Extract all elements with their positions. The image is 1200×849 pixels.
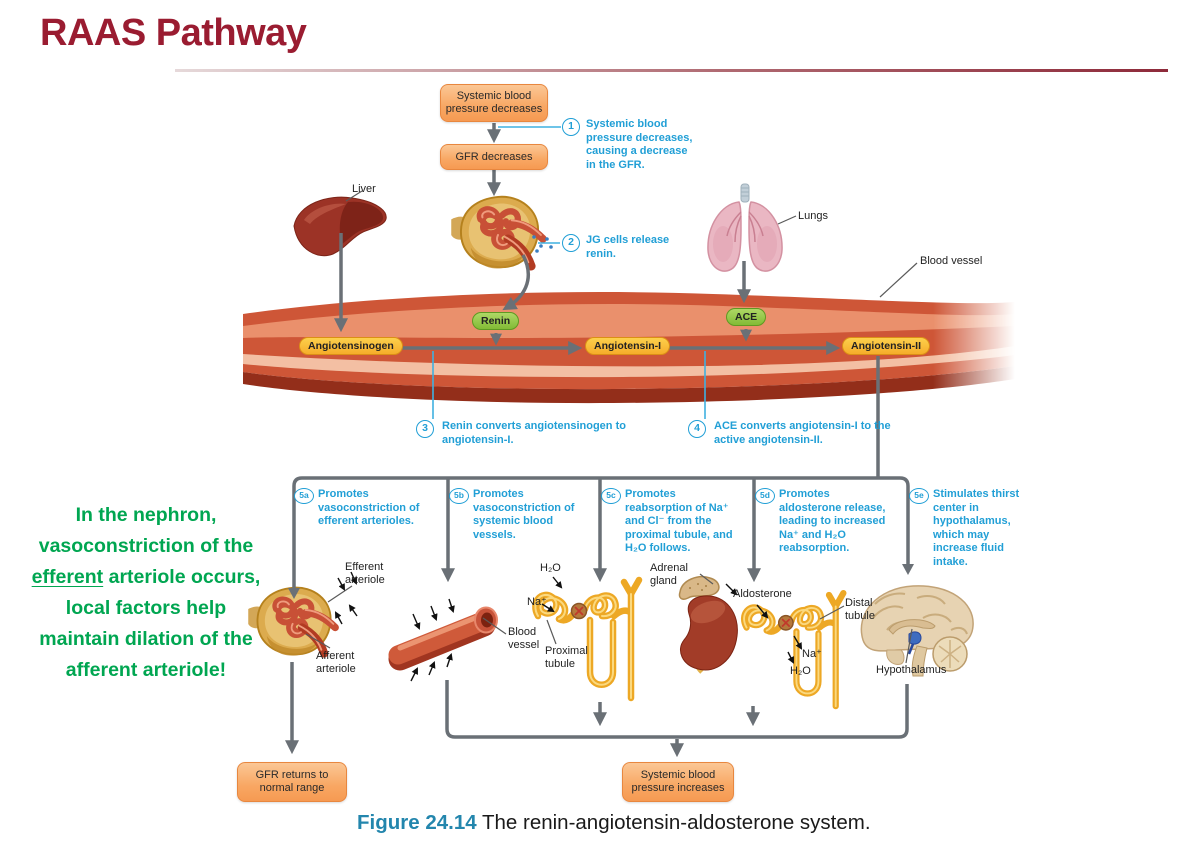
box-gfr-returns: GFR returns to normal range — [237, 762, 347, 802]
step-3-badge: 3 — [416, 420, 434, 438]
label-na: Na⁺ — [527, 596, 547, 608]
arrowhead-5e — [902, 564, 914, 575]
step-5d-text: Promotes aldosterone release, leading to… — [779, 488, 886, 554]
constricted-vessel-illustration — [383, 588, 508, 686]
step-4-text: ACE converts angiotensin-I to the active… — [714, 420, 891, 446]
pill-renin: Renin — [472, 312, 520, 330]
liver-illustration — [288, 190, 393, 272]
figure-number: Figure 24.14 — [357, 811, 477, 834]
step-5c-text: Promotes reabsorption of Na⁺ and Cl⁻ fro… — [625, 488, 733, 554]
label-distal-tubule: Distal tubule — [845, 597, 875, 622]
label-liver: Liver — [352, 183, 376, 195]
pill-angiotensinogen: Angiotensinogen — [299, 337, 403, 355]
label-h2o-2: H₂O — [790, 665, 811, 677]
box-gfr-decreases: GFR decreases — [440, 144, 548, 170]
step-2-text: JG cells release renin. — [586, 234, 670, 260]
figure-caption: Figure 24.14 The renin-angiotensin-aldos… — [357, 811, 871, 835]
label-blood-vessel: Blood vessel — [920, 255, 983, 267]
distal-tubule-illustration — [737, 585, 852, 720]
note-post: arteriole occurs, local factors help mai… — [39, 566, 261, 681]
label-adrenal-gland: Adrenal gland — [650, 562, 688, 587]
label-blood-vessel-2: Blood vessel — [508, 626, 540, 651]
note-pre: In the nephron, vasoconstriction of the — [38, 504, 254, 557]
box-systemic-bp-increases: Systemic blood pressure increases — [622, 762, 734, 802]
label-proximal-tubule: Proximal tubule — [545, 645, 588, 670]
page-title: RAAS Pathway — [40, 12, 307, 54]
step-5c-badge: 5c — [601, 488, 621, 504]
step-5b-badge: 5b — [449, 488, 469, 504]
box-systemic-bp-decreases: Systemic blood pressure decreases — [440, 84, 548, 122]
pill-angiotensin-1: Angiotensin-I — [585, 337, 671, 355]
label-afferent-arteriole: Afferent arteriole — [316, 650, 356, 675]
step-3-text: Renin converts angiotensinogen to angiot… — [442, 420, 626, 446]
label-na-2: Na⁺ — [802, 648, 822, 660]
label-lungs: Lungs — [798, 210, 828, 222]
step-1-text: Systemic blood pressure decreases, causi… — [586, 118, 693, 171]
label-hypothalamus: Hypothalamus — [876, 664, 947, 676]
step-5a-text: Promotes vasoconstriction of efferent ar… — [318, 488, 420, 527]
step-5e-text: Stimulates thirst center in hypothalamus… — [933, 488, 1020, 568]
instructor-note: In the nephron, vasoconstriction of the … — [27, 500, 265, 686]
step-5d-badge: 5d — [755, 488, 775, 504]
label-h2o: H₂O — [540, 562, 561, 574]
pill-ace: ACE — [726, 308, 767, 326]
title-underline-rule — [175, 69, 1168, 72]
glomerulus-jg-illustration — [450, 194, 550, 272]
step-2-badge: 2 — [562, 234, 580, 252]
step-4-badge: 4 — [688, 420, 706, 438]
step-5b-text: Promotes vasoconstriction of systemic bl… — [473, 488, 575, 541]
step-5e-badge: 5e — [909, 488, 929, 504]
step-5a-badge: 5a — [294, 488, 314, 504]
note-underlined-word: efferent — [31, 566, 104, 588]
step-1-badge: 1 — [562, 118, 580, 136]
label-efferent-arteriole: Efferent arteriole — [345, 561, 385, 586]
label-aldosterone: Aldosterone — [733, 588, 792, 600]
pill-angiotensin-2: Angiotensin-II — [842, 337, 930, 355]
figure-caption-text: The renin-angiotensin-aldosterone system… — [476, 811, 871, 834]
lungs-illustration — [697, 182, 793, 278]
